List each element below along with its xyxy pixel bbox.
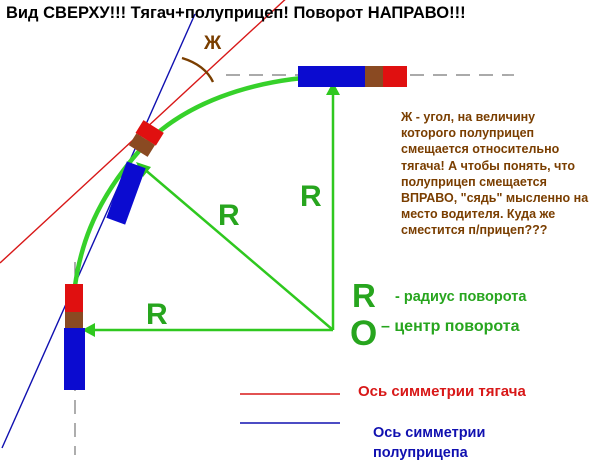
- center-symbol: O: [350, 314, 377, 353]
- radius-gloss: - радиус поворота: [395, 289, 527, 305]
- trailer-axis-line-tilted: [1, 13, 196, 449]
- angle-explanation: Ж - угол, на величину которого полуприце…: [401, 110, 589, 238]
- trailer-mid-body: [106, 161, 146, 225]
- trailer-mid-group: [106, 161, 146, 225]
- tractor-top-cab: [383, 66, 407, 87]
- trailer-bottom-body: [64, 328, 85, 390]
- angle-label: Ж: [203, 33, 222, 54]
- hitch-bottom: [65, 312, 83, 328]
- tractor-bottom-cab: [65, 284, 83, 312]
- hitch-top: [365, 66, 383, 87]
- radius-label-diagonal: R: [218, 199, 240, 232]
- turn-path-curve: [69, 73, 338, 325]
- tractor-mid-cab: [135, 120, 164, 146]
- radius-arrowhead-top: [326, 82, 340, 95]
- vehicle-mid-turn: [128, 120, 164, 157]
- center-gloss: – центр поворота: [381, 318, 520, 335]
- legend-trailer-axis: Ось симметрии полуприцепа: [373, 425, 486, 461]
- radius-symbol: R: [352, 277, 376, 314]
- radius-label-horizontal: R: [146, 298, 168, 331]
- radius-label-vertical: R: [300, 180, 322, 213]
- radius-arrowhead-left: [82, 323, 95, 337]
- trailer-top-body: [298, 66, 365, 87]
- radius-line-diagonal: [142, 167, 334, 331]
- legend-tractor-axis: Ось симметрии тягача: [358, 383, 526, 400]
- page-title: Вид СВЕРХУ!!! Тягач+полуприцеп! Поворот …: [6, 4, 466, 22]
- angle-arc: [181, 56, 215, 83]
- hitch-mid: [128, 133, 156, 157]
